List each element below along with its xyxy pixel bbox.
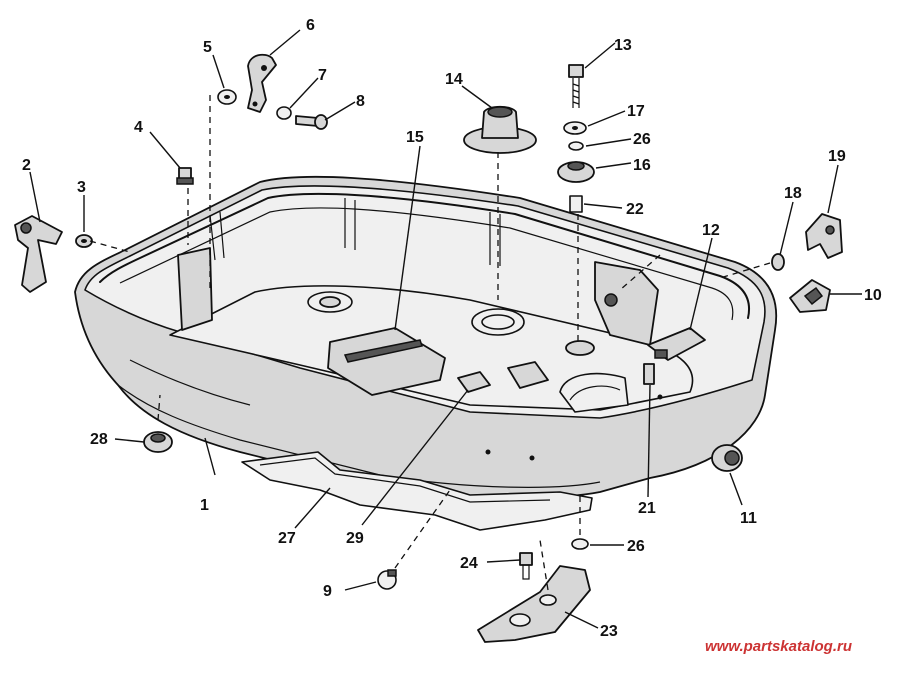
callout-10: 10	[864, 287, 882, 304]
callout-26-top: 26	[633, 131, 651, 148]
callout-23: 23	[600, 623, 618, 640]
part-4-fitting	[176, 167, 194, 185]
part-16-grommet	[557, 161, 595, 183]
callout-6: 6	[306, 17, 315, 34]
part-13-bolt	[568, 64, 584, 108]
callout-28: 28	[90, 431, 108, 448]
callout-3: 3	[77, 179, 86, 196]
callout-labels: 1 2 3 4 5 6 7 8 9 10 11 12 13 14 15 16 1…	[22, 17, 882, 640]
part-17-washer	[563, 121, 587, 135]
part-23-bracket	[477, 565, 591, 643]
callout-5: 5	[203, 39, 212, 56]
callout-21: 21	[638, 500, 656, 517]
part-14-grommet	[463, 105, 537, 154]
part-26-washer-top	[568, 141, 584, 151]
part-22-spacer	[569, 195, 583, 213]
part-11-grommet	[711, 444, 743, 472]
part-10-grommet	[789, 279, 831, 313]
callout-24: 24	[460, 555, 478, 572]
part-2-handle-lever	[14, 215, 63, 293]
bottom-seal-gasket	[241, 451, 593, 531]
callout-29: 29	[346, 530, 364, 547]
callout-12: 12	[702, 222, 720, 239]
callout-18: 18	[784, 185, 802, 202]
callout-7: 7	[318, 67, 327, 84]
part-28-grommet	[143, 431, 173, 453]
callout-22: 22	[626, 201, 644, 218]
callout-8: 8	[356, 93, 365, 110]
watermark-text: www.partskatalog.ru	[705, 638, 852, 655]
callout-1: 1	[200, 497, 209, 514]
callout-17: 17	[627, 103, 645, 120]
part-19-bracket	[805, 213, 843, 259]
lower-cowl-housing	[74, 175, 778, 499]
callout-9: 9	[323, 583, 332, 600]
part-5-washer	[217, 89, 237, 105]
callout-26-bottom: 26	[627, 538, 645, 555]
callout-2: 2	[22, 157, 31, 174]
part-18-washer	[771, 253, 785, 271]
callout-11: 11	[740, 510, 757, 527]
assembly-dashed-lines	[89, 95, 771, 591]
callout-19: 19	[828, 148, 846, 165]
part-26-washer-bottom	[571, 538, 589, 550]
callout-4: 4	[134, 119, 143, 136]
callout-16: 16	[633, 157, 651, 174]
part-21-pin	[643, 363, 655, 385]
callout-15: 15	[406, 129, 424, 146]
callout-14: 14	[445, 71, 463, 88]
part-8-screw	[295, 114, 328, 130]
part-9-plug	[377, 569, 397, 590]
part-3-washer	[75, 234, 93, 248]
callout-27: 27	[278, 530, 296, 547]
callout-13: 13	[614, 37, 632, 54]
part-6-latch-hook	[247, 53, 277, 113]
part-7-washer	[276, 106, 292, 120]
callout-leader-lines	[29, 29, 862, 629]
part-24-bolt	[519, 552, 533, 580]
